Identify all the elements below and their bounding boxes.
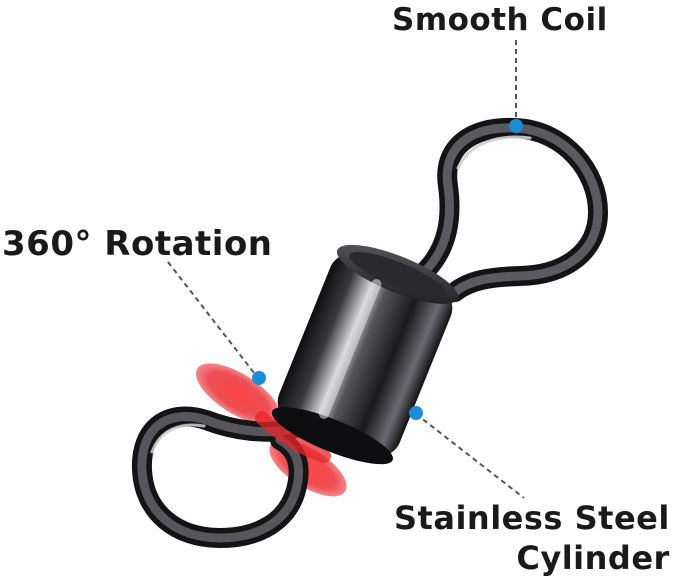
marker-dots [252,119,523,420]
cylinder-marker-icon [409,406,423,420]
leader-lines [167,40,525,499]
callout-stainless-steel-cylinder: Stainless Steel Cylinder [394,498,670,578]
callout-smooth-coil: Smooth Coil [392,2,608,38]
rotation-arc-front [255,411,331,463]
callout-360-rotation: 360° Rotation [2,224,273,264]
rotation-marker-icon [252,371,266,385]
callout-cylinder-line1: Stainless Steel [394,499,670,537]
lower-eye-loop [131,406,309,549]
stainless-steel-cylinder [271,244,459,465]
smooth-coil-marker-icon [509,119,523,133]
callout-cylinder-line2: Cylinder [516,539,670,577]
upper-eye-loop [410,117,609,302]
